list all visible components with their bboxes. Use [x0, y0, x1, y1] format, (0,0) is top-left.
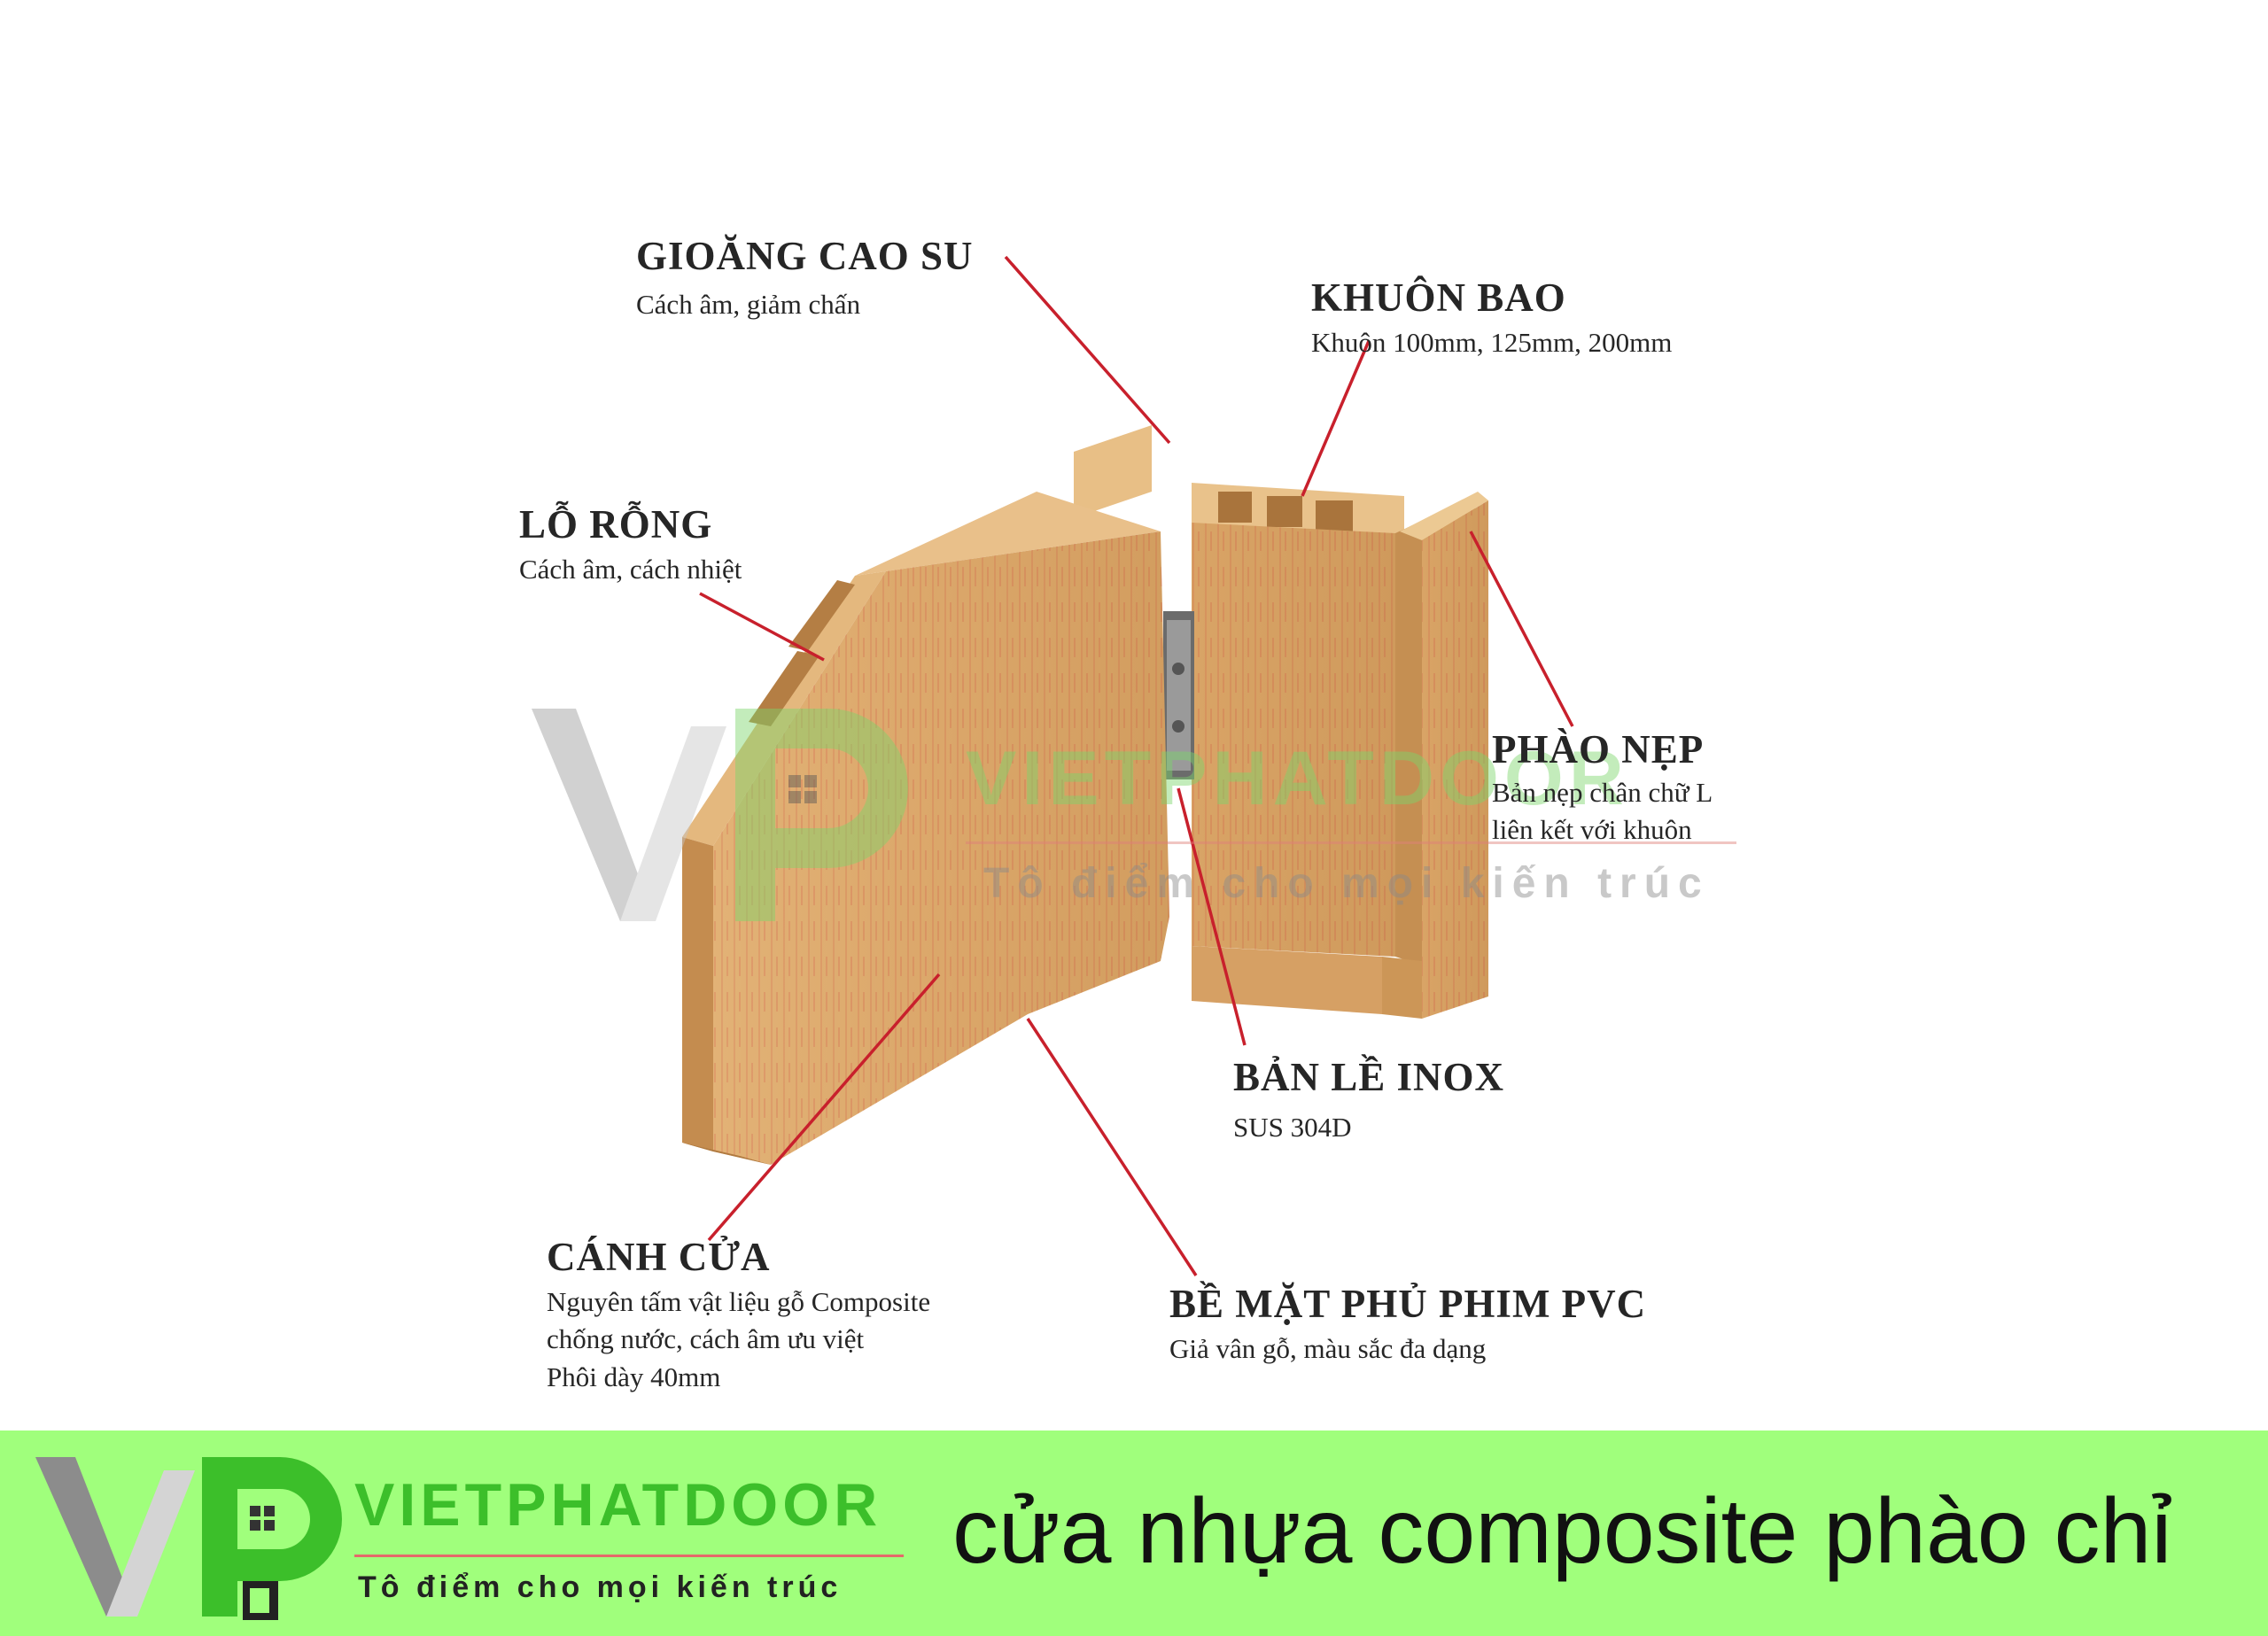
door-leaf — [682, 492, 1169, 1165]
callout-lo-rong-desc: Cách âm, cách nhiệt — [519, 553, 742, 585]
footer-banner: VIETPHATDOOR Tô điểm cho mọi kiến trúc c… — [0, 1431, 2268, 1636]
leader-lo-rong — [699, 592, 825, 662]
callout-ban-le: BẢN LỀ INOX SUS 304D — [1233, 1055, 1505, 1146]
callout-gioang-desc: Cách âm, giảm chấn — [636, 288, 861, 320]
callout-canh-cua-desc: Nguyên tấm vật liệu gỗ Composite chống n… — [547, 1285, 931, 1393]
leader-lines — [699, 255, 1574, 1276]
leader-phao-nep — [1469, 531, 1574, 727]
callout-lo-rong: LỖ RỖNG Cách âm, cách nhiệt — [519, 502, 742, 588]
door-frame — [1074, 425, 1488, 1019]
callout-khuon-desc: Khuôn 100mm, 125mm, 200mm — [1311, 326, 1673, 358]
leader-gioang — [1004, 255, 1171, 445]
callout-be-mat: BỀ MẶT PHỦ PHIM PVC Giả vân gỗ, màu sắc … — [1169, 1282, 1647, 1368]
leader-canh-cua — [707, 973, 941, 1242]
callout-phao-nep: PHÀO NẸP Bản nẹp chân chữ L liên kết với… — [1492, 727, 1713, 849]
callout-phao-nep-desc: Bản nẹp chân chữ L liên kết với khuôn — [1492, 776, 1713, 846]
callout-ban-le-title: BẢN LỀ INOX — [1233, 1055, 1505, 1099]
door-structure-diagram — [682, 255, 1574, 1276]
callout-gioang-title: GIOĂNG CAO SU — [636, 234, 974, 278]
callout-canh-cua-title: CÁNH CỬA — [547, 1235, 771, 1279]
callout-be-mat-desc: Giả vân gỗ, màu sắc đa dạng — [1169, 1332, 1487, 1364]
callout-be-mat-title: BỀ MẶT PHỦ PHIM PVC — [1169, 1282, 1647, 1326]
callout-khuon-title: KHUÔN BAO — [1311, 275, 1566, 320]
leader-ban-le — [1177, 787, 1247, 1046]
leader-be-mat — [1026, 1018, 1198, 1276]
callout-gioang: GIOĂNG CAO SU Cách âm, giảm chấn — [636, 234, 974, 323]
leader-khuon — [1301, 340, 1371, 497]
callout-canh-cua: CÁNH CỬA Nguyên tấm vật liệu gỗ Composit… — [547, 1235, 931, 1397]
footer-brand-divider — [354, 1555, 904, 1557]
callout-lo-rong-title: LỖ RỖNG — [519, 502, 713, 547]
callout-khuon: KHUÔN BAO Khuôn 100mm, 125mm, 200mm — [1311, 275, 1673, 361]
vietphatdoor-logo — [35, 1457, 342, 1620]
footer-caption: cửa nhựa composite phào chỉ — [952, 1480, 2172, 1583]
callout-phao-nep-title: PHÀO NẸP — [1492, 727, 1705, 771]
footer-slogan: Tô điểm cho mọi kiến trúc — [358, 1570, 843, 1604]
footer-brand: VIETPHATDOOR — [354, 1471, 882, 1539]
callout-ban-le-desc: SUS 304D — [1233, 1111, 1352, 1143]
